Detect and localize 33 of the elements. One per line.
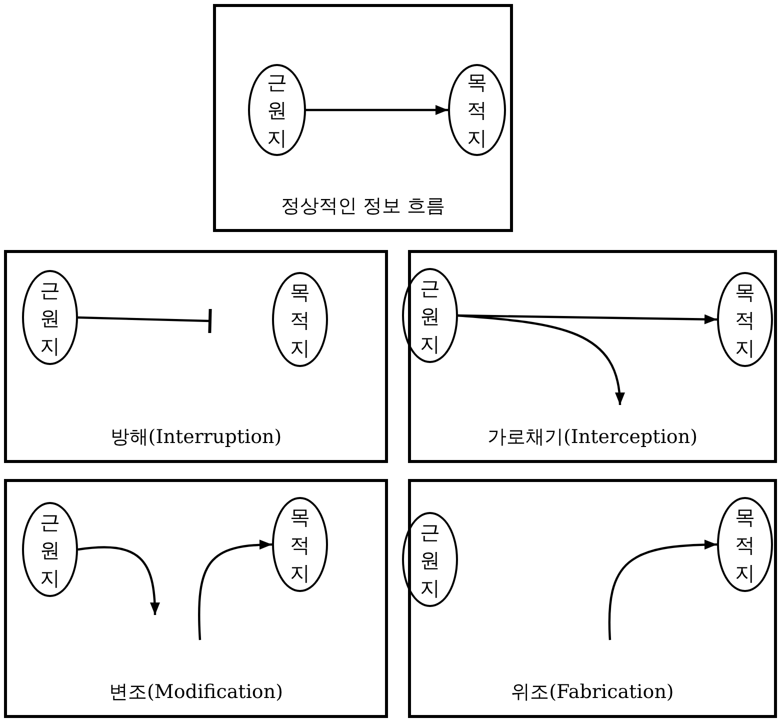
node-label: 목적지 (735, 278, 755, 362)
ellipse-node (272, 272, 328, 367)
node-label: 근원지 (40, 276, 60, 360)
arrow (608, 540, 718, 640)
ellipse-node (248, 64, 306, 156)
ellipse-node (272, 497, 328, 592)
node-label: 목적지 (735, 504, 755, 586)
ellipse-node (22, 502, 78, 597)
ellipse-node (448, 64, 506, 156)
node-label: 근원지 (420, 274, 440, 358)
panel-caption: 변조(Modification) (109, 680, 283, 705)
ellipse-node (22, 270, 78, 365)
ellipse-node (402, 512, 458, 607)
node-label: 근원지 (40, 508, 60, 592)
ellipse-node (717, 272, 773, 367)
arrow (198, 540, 272, 640)
node-label: 목적지 (290, 504, 310, 586)
node-label: 근원지 (267, 69, 287, 152)
ellipse-node (402, 268, 458, 363)
arrow (458, 314, 624, 406)
panel-caption: 방해(Interruption) (110, 425, 282, 450)
node-label: 목적지 (290, 278, 310, 362)
arrow (306, 105, 448, 115)
panel-caption: 정상적인 정보 흐름 (280, 194, 446, 219)
ellipse-node (717, 497, 773, 592)
diagram-panel (4, 479, 388, 718)
diagram-panel (213, 4, 513, 232)
panel-caption: 위조(Fabrication) (511, 680, 674, 705)
panel-caption: 가로채기(Interception) (488, 425, 698, 450)
arrow (78, 546, 160, 616)
node-label: 근원지 (420, 518, 440, 602)
node-label: 목적지 (467, 69, 487, 152)
diagram-panel (4, 250, 388, 463)
